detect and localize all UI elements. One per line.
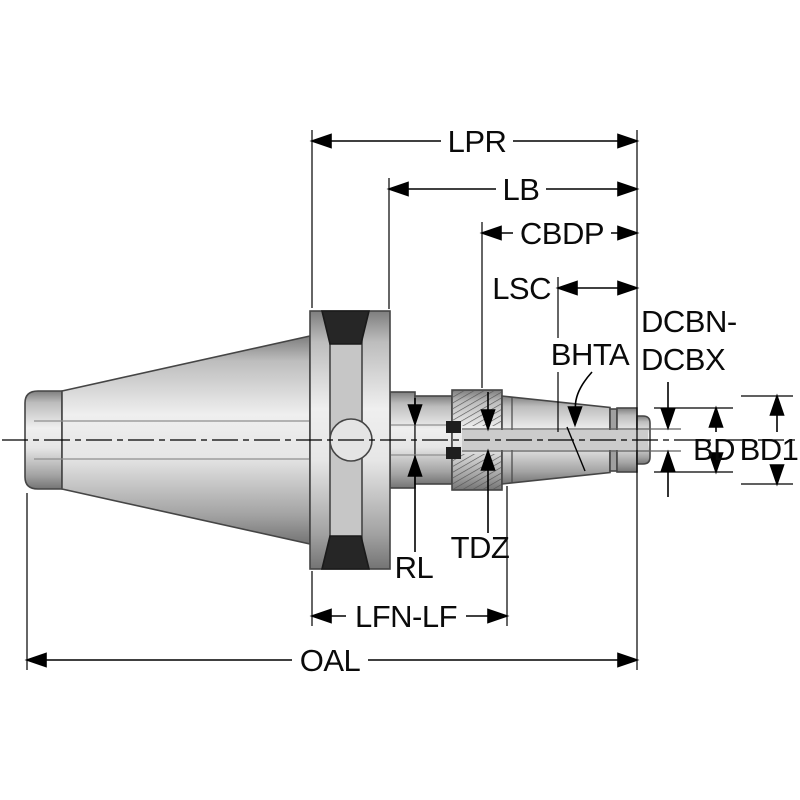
dim-tdz	[480, 392, 496, 533]
dim-dcb-arrow-up	[660, 449, 676, 472]
dim-lsc-arrow-left	[555, 280, 578, 296]
dim-label-lb: LB	[503, 172, 540, 207]
dim-bhta-leader	[574, 371, 593, 410]
dimension-annotations	[24, 130, 793, 670]
dim-bd1	[769, 393, 785, 487]
thread-hatch-bottom	[453, 454, 501, 489]
dim-label-lsc: LSC	[492, 271, 551, 306]
dim-oal	[24, 652, 640, 668]
drive-notch-top	[320, 310, 371, 345]
dim-lsc-arrow-right	[617, 280, 640, 296]
thread-relief-bottom	[446, 447, 461, 459]
dim-label-lfn-lf: LFN-LF	[355, 599, 457, 634]
dim-cbdp-arrow-left	[479, 225, 502, 241]
dim-lsc	[555, 280, 640, 296]
dim-tdz-arrow-up	[480, 448, 496, 471]
dim-rl-arrow-down	[407, 404, 423, 427]
dim-lfn-arrow-right	[487, 608, 510, 624]
thread-hatch-top	[453, 391, 501, 426]
thread-relief-top	[446, 421, 461, 433]
drive-notch-bottom	[320, 535, 371, 570]
dim-bd1-arrow-down	[769, 464, 785, 487]
dim-oal-arrow-right	[617, 652, 640, 668]
dim-label-lpr: LPR	[448, 124, 507, 159]
dim-label-bd: BD	[693, 432, 735, 467]
dim-lfn-lf	[309, 608, 510, 624]
dim-lb	[386, 181, 640, 197]
dim-label-cbdp: CBDP	[520, 216, 604, 251]
dim-cbdp	[479, 225, 640, 241]
dim-rl	[407, 398, 423, 552]
dim-bd	[708, 405, 724, 475]
pull-stud-end	[24, 390, 63, 490]
dim-bd-arrow-up	[708, 405, 724, 428]
ext-bhta-angle-ref	[566, 426, 586, 472]
dim-bhta	[567, 371, 593, 428]
dim-label-rl: RL	[395, 550, 434, 585]
dim-label-tdz: TDZ	[451, 530, 510, 565]
dim-cbdp-arrow-right	[617, 225, 640, 241]
dim-label-bhta: BHTA	[551, 337, 630, 372]
extension-lines	[26, 130, 793, 670]
dim-label-dcbn-line2: DCBX	[641, 342, 726, 377]
dim-oal-arrow-left	[24, 652, 47, 668]
toolholder-drawing	[24, 310, 681, 570]
dim-lpr-arrow-left	[309, 133, 332, 149]
dim-lfn-arrow-left	[309, 608, 332, 624]
dim-dcbn-dcbx	[660, 382, 676, 497]
dim-bd1-arrow-up	[769, 393, 785, 416]
dim-label-bd1: BD1	[740, 432, 799, 467]
dim-rl-arrow-up	[407, 454, 423, 477]
dim-bhta-arrow	[567, 406, 583, 428]
dim-label-oal: OAL	[300, 643, 361, 678]
dim-lb-arrow-right	[617, 181, 640, 197]
dim-dcb-arrow-down	[660, 408, 676, 431]
dimension-labels: LPR LB CBDP LSC DCBN- DCBX BHTA BD BD1 T…	[300, 124, 799, 678]
dim-tdz-arrow-down	[480, 409, 496, 432]
dim-lpr	[309, 133, 640, 149]
dim-lpr-arrow-right	[617, 133, 640, 149]
dim-lb-arrow-left	[386, 181, 409, 197]
dim-label-dcbn-line1: DCBN-	[641, 304, 737, 339]
dim-bd-arrow-down	[708, 452, 724, 475]
